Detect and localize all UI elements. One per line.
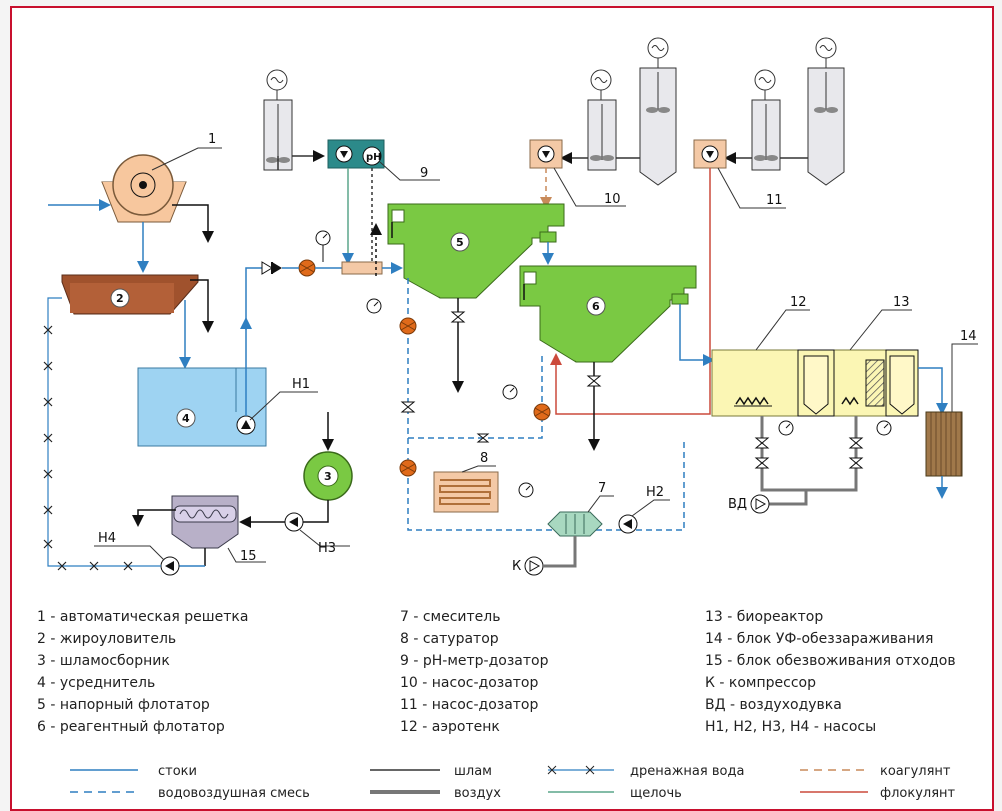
key-item: 13 - биореактор	[705, 609, 824, 625]
valve-air-2	[754, 457, 770, 469]
pressure-gauge-2	[366, 298, 382, 314]
pressure-gauge-3	[502, 384, 518, 400]
legend-drain: дренажная вода	[630, 764, 744, 779]
label-3: 3	[324, 470, 332, 483]
pressure-gauge-4	[518, 482, 534, 498]
reagent-flotator-6	[519, 265, 697, 363]
tag-vd: ВД	[728, 497, 747, 512]
dosing-pump-11	[693, 139, 727, 169]
key-item: 6 - реагентный флотатор	[37, 719, 225, 735]
label-7: 7	[598, 481, 606, 496]
pressure-flotator-5	[387, 203, 565, 299]
pressure-gauge-5	[778, 420, 794, 436]
automatic-screen-1	[101, 154, 187, 223]
flow-meter-3	[399, 459, 417, 477]
valve-loop-1	[400, 401, 416, 413]
label-15: 15	[240, 549, 257, 564]
label-12: 12	[790, 295, 807, 310]
key-item: 4 - усреднитель	[37, 675, 156, 691]
pressure-gauge-1	[315, 230, 331, 262]
reagent-tank-5	[807, 37, 845, 186]
grease-trap-2	[61, 274, 199, 315]
label-14: 14	[960, 329, 977, 344]
check-valve	[261, 261, 282, 275]
dosing-pump-10	[529, 139, 563, 169]
key-item: 9 - pH-метр-дозатор	[400, 653, 549, 669]
key-item: 15 - блок обезвоживания отходов	[705, 653, 956, 669]
tag-k: К	[512, 559, 521, 574]
legend-alkali: щелочь	[630, 786, 682, 801]
tag-h1: Н1	[292, 377, 310, 392]
valve-5-drain	[450, 311, 466, 323]
compressor-k	[524, 556, 544, 576]
label-1: 1	[208, 132, 216, 147]
tag-h4: Н4	[98, 531, 116, 546]
valve-air-3	[848, 437, 864, 449]
label-6: 6	[592, 300, 600, 313]
dewatering-unit-15	[171, 495, 239, 549]
key-item: 11 - насос-дозатор	[400, 697, 539, 713]
legend-stoki: стоки	[158, 764, 197, 779]
label-2: 2	[116, 292, 124, 305]
leader-lines	[94, 147, 978, 563]
valve-6-drain	[586, 375, 602, 387]
key-item: 1 - автоматическая решетка	[37, 609, 249, 625]
ph-label: pH	[366, 152, 382, 163]
blower-vd	[750, 494, 770, 514]
legend-water-air: водовоздушная смесь	[158, 786, 310, 801]
label-5: 5	[456, 236, 464, 249]
pressure-gauge-6	[876, 420, 892, 436]
key-item: 12 - аэротенк	[400, 719, 500, 735]
key-item: 8 - сатуратор	[400, 631, 499, 647]
key-item: 10 - насос-дозатор	[400, 675, 539, 691]
reagent-tank-2	[587, 69, 617, 171]
label-10: 10	[604, 192, 621, 207]
key-item: 2 - жироуловитель	[37, 631, 177, 647]
treatment-flow-diagram: pH	[43, 37, 978, 801]
key-item: 14 - блок УФ-обеззараживания	[705, 631, 934, 647]
flow-meter-2	[399, 317, 417, 335]
flow-meter-1	[298, 259, 316, 277]
key-item: 5 - напорный флотатор	[37, 697, 210, 713]
saturator-8	[433, 471, 499, 513]
reagent-tank-1	[263, 69, 293, 171]
valve-air-4	[848, 457, 864, 469]
key-item: ВД - воздуходувка	[705, 697, 842, 713]
pump-h1	[236, 415, 256, 435]
label-13: 13	[893, 295, 910, 310]
tag-h2: Н2	[646, 485, 664, 500]
static-mixer-7	[547, 511, 603, 537]
bioreactor-13	[841, 349, 919, 417]
label-11: 11	[766, 193, 783, 208]
line-legend: стоки водовоздушная смесь шлам воздух др…	[70, 764, 956, 801]
flow-meter-4	[533, 403, 551, 421]
label-9: 9	[420, 166, 428, 181]
legend-sludge: шлам	[454, 764, 492, 779]
valve-air-1	[754, 437, 770, 449]
pump-h3	[284, 512, 304, 532]
label-4: 4	[182, 412, 190, 425]
diagram-frame: pH	[10, 6, 994, 811]
reagent-tank-4	[751, 69, 781, 171]
drainage-marks	[43, 325, 133, 571]
key-item: К - компрессор	[705, 675, 816, 691]
legend-coagulant: коагулянт	[880, 764, 951, 779]
key-item: Н1, Н2, Н3, Н4 - насосы	[705, 719, 877, 735]
uv-disinfection-unit-14	[925, 411, 963, 477]
valve-loop-2	[476, 433, 490, 443]
key-item: 7 - смеситель	[400, 609, 501, 625]
key-item: 3 - шламосборник	[37, 653, 170, 669]
pump-h4	[160, 556, 180, 576]
tag-h3: Н3	[318, 541, 336, 556]
reagent-tank-3	[639, 37, 677, 186]
ph-meter-dosing-box: pH	[327, 139, 385, 169]
pump-h2	[618, 514, 638, 534]
legend-flocculant: флокулянт	[880, 786, 956, 801]
label-8: 8	[480, 451, 488, 466]
sludge-collector-3	[303, 451, 353, 501]
legend-air: воздух	[454, 786, 501, 801]
